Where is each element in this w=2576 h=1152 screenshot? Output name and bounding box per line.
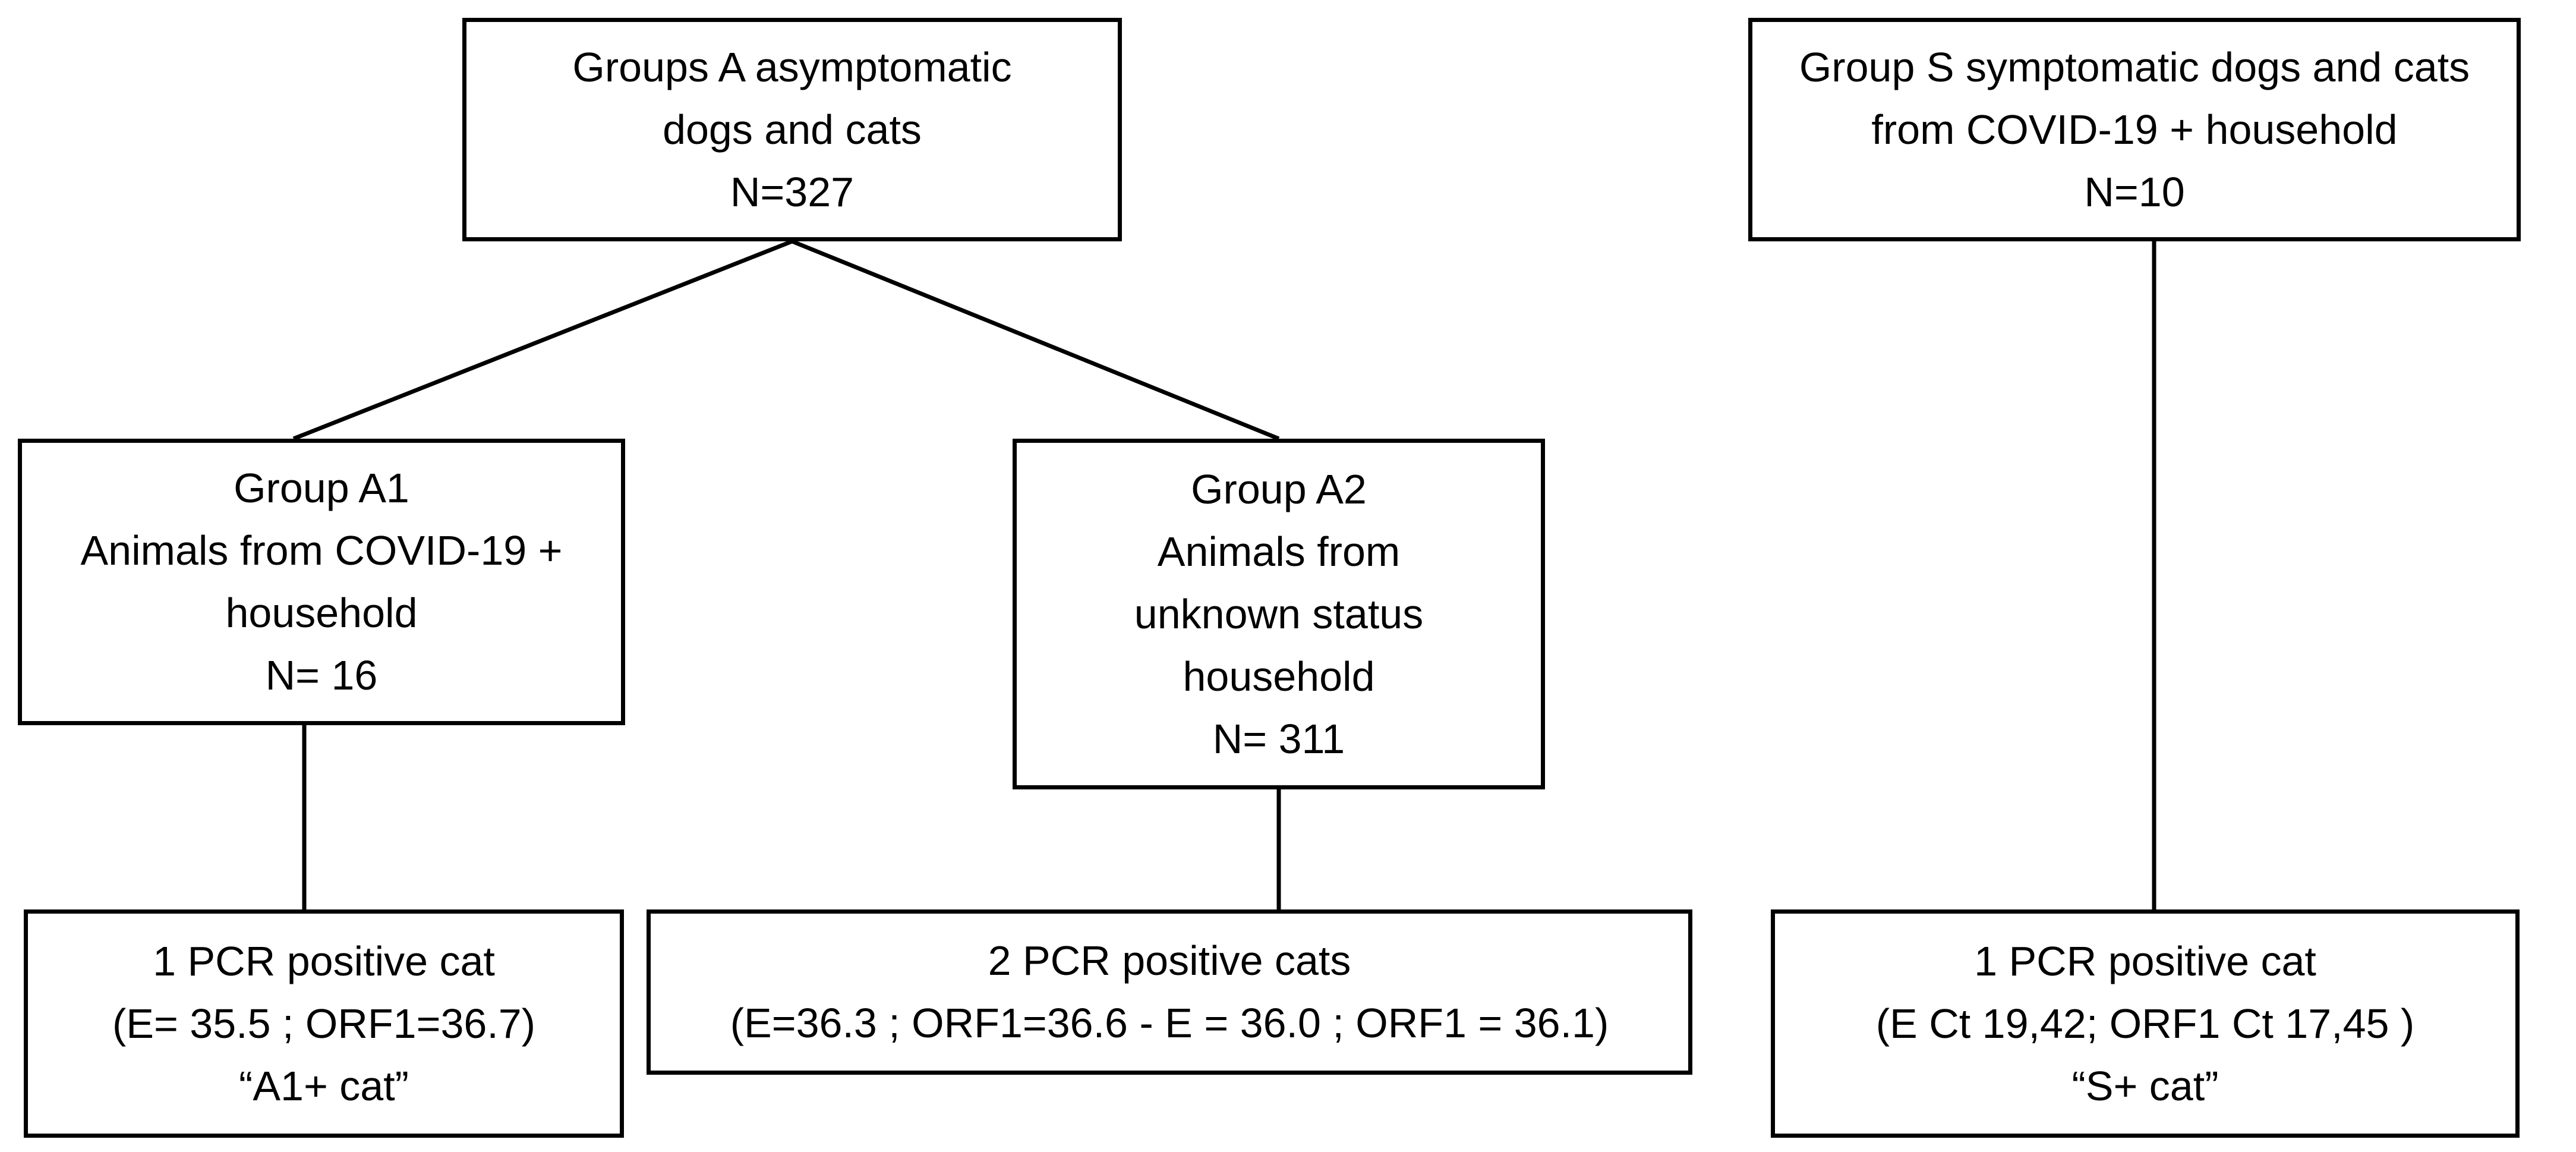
group-a2-desc-line2: unknown status bbox=[1134, 590, 1424, 637]
group-a2-count: N= 311 bbox=[1212, 715, 1345, 762]
group-a1-desc-line2: household bbox=[225, 590, 418, 636]
result-s-label: “S+ cat” bbox=[2071, 1062, 2219, 1109]
group-s-count: N=10 bbox=[2084, 168, 2185, 215]
result-a2-summary: 2 PCR positive cats bbox=[988, 937, 1351, 984]
group-a2-desc-line1: Animals from bbox=[1157, 528, 1401, 575]
result-s-summary: 1 PCR positive cat bbox=[1974, 937, 2316, 984]
group-a1-count: N= 16 bbox=[265, 652, 378, 698]
group-a-box: Groups A asymptomatic dogs and cats N=32… bbox=[462, 18, 1122, 241]
group-a2-title: Group A2 bbox=[1191, 465, 1367, 512]
result-a1-summary: 1 PCR positive cat bbox=[153, 937, 495, 984]
connector-a-to-a1 bbox=[292, 239, 793, 441]
result-a1-label: “A1+ cat” bbox=[239, 1062, 409, 1109]
connector-a-to-a2 bbox=[791, 239, 1280, 441]
result-a1-values: (E= 35.5 ; ORF1=36.7) bbox=[112, 1000, 536, 1047]
result-s-box: 1 PCR positive cat (E Ct 19,42; ORF1 Ct … bbox=[1771, 909, 2520, 1138]
group-a2-desc-line3: household bbox=[1183, 653, 1375, 700]
group-a1-box: Group A1 Animals from COVID-19 + househo… bbox=[18, 439, 625, 725]
group-a-title-line1: Groups A asymptomatic bbox=[572, 43, 1012, 90]
result-a1-box: 1 PCR positive cat (E= 35.5 ; ORF1=36.7)… bbox=[24, 909, 624, 1138]
group-a2-box: Group A2 Animals from unknown status hou… bbox=[1013, 439, 1545, 789]
result-a2-box: 2 PCR positive cats (E=36.3 ; ORF1=36.6 … bbox=[647, 909, 1692, 1075]
group-a1-title: Group A1 bbox=[234, 465, 409, 511]
result-s-values: (E Ct 19,42; ORF1 Ct 17,45 ) bbox=[1875, 1000, 2415, 1047]
group-a-title-line2: dogs and cats bbox=[663, 106, 922, 153]
group-s-box: Group S symptomatic dogs and cats from C… bbox=[1748, 18, 2521, 241]
group-a1-desc-line1: Animals from COVID-19 + bbox=[80, 527, 563, 574]
result-a2-values: (E=36.3 ; ORF1=36.6 - E = 36.0 ; ORF1 = … bbox=[730, 1000, 1609, 1046]
group-s-title-line2: from COVID-19 + household bbox=[1871, 106, 2398, 153]
group-a-count: N=327 bbox=[730, 168, 855, 215]
group-s-title-line1: Group S symptomatic dogs and cats bbox=[1799, 43, 2470, 90]
